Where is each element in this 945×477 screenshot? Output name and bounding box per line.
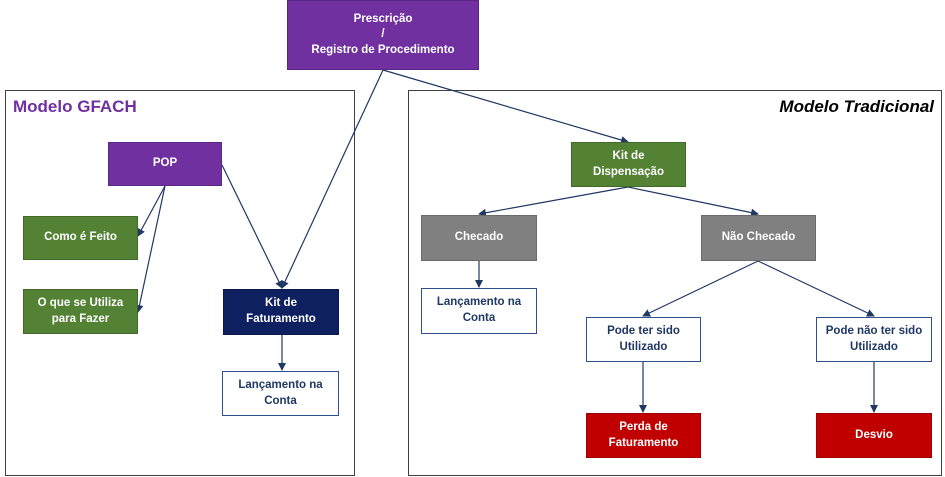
pode-nao-ter-sido-node: Pode não ter sido Utilizado — [816, 317, 932, 362]
desvio-node: Desvio — [816, 413, 932, 458]
kit-faturamento-node: Kit de Faturamento — [223, 289, 339, 335]
perda-faturamento-node: Perda de Faturamento — [586, 413, 701, 458]
checado-node: Checado — [421, 215, 537, 261]
tradicional-title: Modelo Tradicional — [779, 97, 934, 116]
o-que-utiliza-node: O que se Utiliza para Fazer — [23, 289, 138, 334]
prescricao-node: Prescrição / Registro de Procedimento — [287, 0, 479, 70]
pode-ter-sido-node: Pode ter sido Utilizado — [586, 317, 701, 362]
gfach-title: Modelo GFACH — [13, 97, 137, 116]
tradicional-lancamento-node: Lançamento na Conta — [421, 288, 537, 334]
como-e-feito-node: Como é Feito — [23, 216, 138, 260]
kit-dispensacao-node: Kit de Dispensação — [571, 142, 686, 187]
gfach-lancamento-node: Lançamento na Conta — [222, 371, 339, 416]
pop-node: POP — [108, 142, 222, 186]
nao-checado-node: Não Checado — [701, 215, 816, 261]
